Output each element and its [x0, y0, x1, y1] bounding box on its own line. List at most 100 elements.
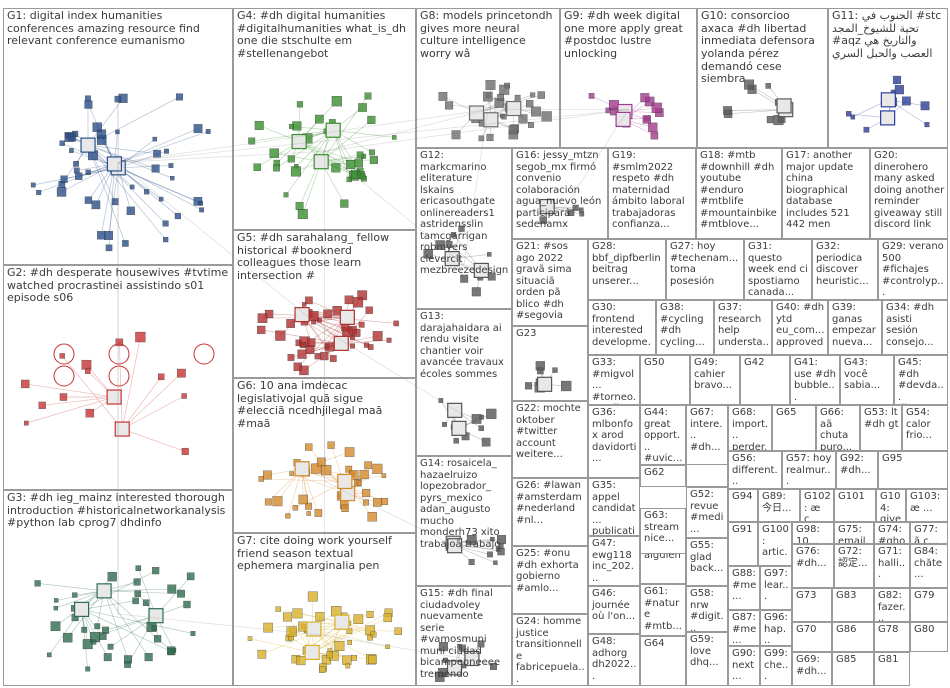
hub-node[interactable] [333, 335, 349, 351]
user-node[interactable] [126, 206, 135, 215]
user-node[interactable] [346, 159, 356, 170]
user-node[interactable] [75, 172, 83, 180]
hub-node[interactable] [880, 92, 896, 108]
user-node[interactable] [358, 321, 365, 328]
user-node[interactable] [162, 220, 169, 227]
user-node[interactable] [286, 626, 297, 637]
hub-node[interactable] [325, 122, 341, 138]
user-node[interactable] [193, 124, 203, 133]
user-node[interactable] [153, 635, 162, 643]
user-node[interactable] [170, 175, 175, 181]
user-node[interactable] [340, 199, 349, 208]
user-node[interactable] [34, 580, 41, 587]
user-node[interactable] [85, 666, 91, 672]
user-node[interactable] [423, 249, 433, 259]
hub-node[interactable] [473, 262, 489, 279]
user-node[interactable] [766, 115, 775, 124]
user-node[interactable] [352, 297, 364, 308]
hub-node[interactable] [294, 306, 310, 323]
user-node[interactable] [205, 129, 211, 134]
user-node[interactable] [369, 149, 375, 156]
user-node[interactable] [285, 513, 291, 519]
user-node[interactable] [438, 92, 448, 101]
hub-node[interactable] [539, 198, 555, 215]
hub-node[interactable] [148, 608, 164, 624]
user-node[interactable] [383, 613, 393, 623]
user-node[interactable] [723, 106, 732, 115]
user-node[interactable] [158, 196, 164, 202]
user-node[interactable] [91, 639, 97, 645]
user-node[interactable] [368, 655, 377, 664]
user-node[interactable] [348, 326, 357, 335]
user-node[interactable] [296, 656, 306, 666]
hub-node[interactable] [114, 421, 130, 437]
user-node[interactable] [471, 287, 481, 297]
user-node[interactable] [341, 323, 350, 332]
user-node[interactable] [438, 398, 444, 403]
user-node[interactable] [367, 634, 373, 641]
user-node[interactable] [295, 202, 304, 211]
user-node[interactable] [567, 209, 575, 216]
user-node[interactable] [167, 584, 177, 594]
user-node[interactable] [297, 209, 308, 219]
user-node[interactable] [393, 320, 399, 327]
user-node[interactable] [324, 344, 330, 350]
user-node[interactable] [287, 354, 295, 361]
user-node[interactable] [164, 148, 169, 154]
user-node[interactable] [85, 408, 95, 418]
user-node[interactable] [132, 597, 139, 605]
user-node[interactable] [314, 353, 321, 360]
user-node[interactable] [525, 382, 533, 390]
user-node[interactable] [167, 646, 176, 655]
user-node[interactable] [111, 198, 119, 206]
user-node[interactable] [151, 625, 157, 631]
user-node[interactable] [367, 115, 376, 124]
user-node[interactable] [845, 111, 852, 117]
user-node[interactable] [367, 344, 374, 350]
user-node[interactable] [114, 95, 121, 103]
user-node[interactable] [144, 653, 153, 662]
user-node[interactable] [359, 470, 369, 480]
user-node[interactable] [257, 649, 267, 659]
hub-node[interactable] [291, 133, 307, 150]
user-node[interactable] [254, 120, 264, 130]
user-node[interactable] [104, 231, 114, 240]
user-node[interactable] [144, 189, 150, 195]
user-node[interactable] [73, 160, 79, 167]
user-node[interactable] [498, 543, 504, 549]
user-node[interactable] [438, 642, 448, 652]
user-node[interactable] [24, 420, 29, 426]
user-node[interactable] [487, 551, 493, 558]
user-node[interactable] [487, 272, 496, 281]
user-node[interactable] [346, 176, 352, 183]
hub-node[interactable] [294, 461, 310, 477]
user-node[interactable] [650, 131, 659, 140]
user-node[interactable] [365, 306, 373, 314]
user-node[interactable] [902, 96, 911, 106]
user-node[interactable] [85, 169, 91, 175]
user-node[interactable] [253, 163, 261, 171]
user-node[interactable] [501, 114, 507, 120]
user-node[interactable] [258, 476, 264, 482]
user-node[interactable] [168, 163, 174, 168]
user-node[interactable] [508, 125, 518, 135]
user-node[interactable] [497, 94, 504, 101]
user-node[interactable] [302, 302, 307, 307]
user-node[interactable] [537, 91, 545, 99]
user-node[interactable] [478, 425, 484, 431]
user-node[interactable] [133, 578, 141, 586]
hub-node[interactable] [334, 614, 350, 630]
user-node[interactable] [445, 240, 453, 248]
user-node[interactable] [345, 465, 353, 473]
user-node[interactable] [457, 643, 462, 649]
user-node[interactable] [81, 359, 92, 370]
user-node[interactable] [392, 135, 397, 140]
user-node[interactable] [344, 447, 355, 457]
user-node[interactable] [84, 95, 91, 102]
user-node[interactable] [72, 592, 78, 598]
user-node[interactable] [481, 437, 491, 447]
user-node[interactable] [451, 130, 461, 140]
user-node[interactable] [466, 535, 477, 545]
user-node[interactable] [30, 182, 36, 188]
user-node[interactable] [84, 100, 93, 109]
